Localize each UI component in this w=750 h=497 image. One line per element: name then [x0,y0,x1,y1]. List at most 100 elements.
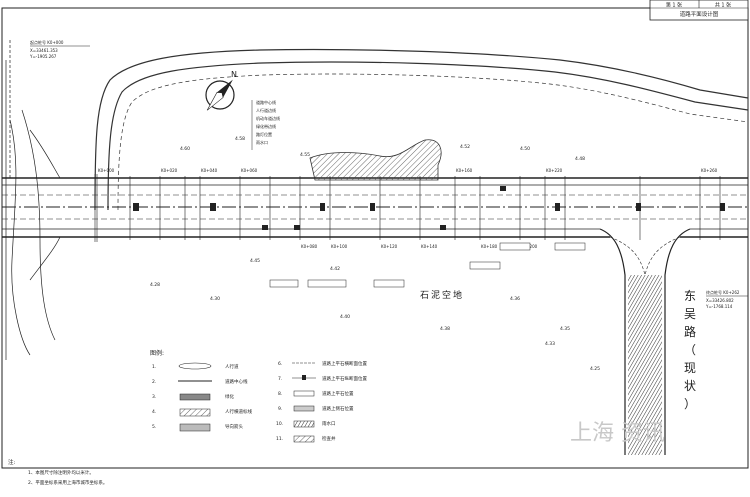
svg-text:Y=-1905.267: Y=-1905.267 [29,54,57,59]
svg-text:4.28: 4.28 [150,282,160,288]
svg-text:道路中心线: 道路中心线 [256,99,276,105]
svg-text:道路上平石位置: 道路上平石位置 [322,390,354,397]
svg-text:4.55: 4.55 [300,152,310,158]
svg-text:4.35: 4.35 [560,326,570,332]
svg-text:4.45: 4.45 [250,258,260,264]
svg-text:终点桩号 K0+262: 终点桩号 K0+262 [706,289,740,295]
svg-text:3.: 3. [152,394,156,400]
drawing-name: 道路平面设计图 [680,10,719,18]
east-road-char-7: ） [684,397,696,411]
svg-text:K0+160: K0+160 [456,168,473,173]
notes-label: 注: [8,458,16,466]
svg-text:人行道边线: 人行道边线 [256,107,276,113]
pointer-labels: 道路中心线 人行道边线 机动车道边线 绿化带边线 路灯位置 雨水口 [251,99,280,150]
sheet-total: 共 1 张 [715,2,731,9]
svg-text:人行横道标线: 人行横道标线 [225,408,252,415]
svg-text:4.36: 4.36 [510,296,520,302]
svg-text:K0+060: K0+060 [241,168,258,173]
east-road-char-2: 吴 [684,307,696,321]
svg-text:Y=-1768.114: Y=-1768.114 [705,304,733,309]
legend-item-11: 11. 检查井 [276,435,336,443]
notes: 注: 1、本图尺寸除注明外均以米计。 2、平面坐标系采用上海市城市坐标系。 [8,458,107,486]
elevation-points: 4.60 4.58 4.55 4.52 4.50 4.48 4.45 4.42 … [150,136,600,372]
east-road-char-4: （ [684,343,696,357]
legend-item-2: 2. 道路中心线 [152,378,248,385]
svg-text:道路上平石横断面位置: 道路上平石横断面位置 [322,360,367,367]
legend-item-3: 3. 绿化 [152,393,234,401]
svg-text:人行道: 人行道 [225,363,239,370]
svg-text:机动车道边线: 机动车道边线 [256,115,280,121]
north-letter: N [231,70,237,79]
svg-text:雨水口: 雨水口 [256,139,268,145]
left-intersection [5,40,61,360]
drawing-frame [1,7,749,469]
svg-text:5.: 5. [152,424,156,430]
legend-item-8: 8. 道路上平石位置 [278,390,354,397]
note-2: 2、平面坐标系采用上海市城市坐标系。 [28,479,107,486]
legend-title: 图例: [150,349,164,357]
svg-text:X=33426.802: X=33426.802 [706,298,734,303]
legend-item-5: 5. 导向箭头 [152,423,243,432]
svg-text:4.33: 4.33 [545,341,555,347]
svg-text:K0+020: K0+020 [161,168,178,173]
svg-text:10.: 10. [276,421,283,427]
svg-text:2.: 2. [152,379,156,385]
right-callout: 终点桩号 K0+262 X=33426.802 Y=-1768.114 [705,289,748,309]
legend-item-4: 4. 人行横道标线 [152,408,252,417]
note-1: 1、本图尺寸除注明外均以米计。 [28,469,94,476]
svg-text:K0+140: K0+140 [421,244,438,249]
svg-text:X=33461.353: X=33461.353 [30,48,58,53]
svg-text:道路中心线: 道路中心线 [225,378,248,385]
svg-text:4.: 4. [152,409,156,415]
svg-text:7.: 7. [278,376,282,382]
svg-text:导向箭头: 导向箭头 [225,423,243,430]
svg-text:4.30: 4.30 [210,296,220,302]
north-arrow: N [205,70,237,111]
svg-text:K0+080: K0+080 [301,244,318,249]
svg-text:K0+260: K0+260 [701,168,718,173]
legend-item-6: 6. 道路上平石横断面位置 [278,360,367,367]
svg-text:9.: 9. [278,406,282,412]
sheet-number: 第 1 张 [666,2,682,9]
svg-text:4.40: 4.40 [340,314,350,320]
svg-text:4.60: 4.60 [180,146,190,152]
upper-curved-road [94,48,749,211]
svg-text:绿化带边线: 绿化带边线 [256,123,276,129]
svg-text:4.52: 4.52 [460,144,470,150]
open-land-label: 石泥空地 [420,289,464,301]
road-markers [133,186,725,230]
svg-text:雨水口: 雨水口 [322,420,336,427]
east-road-char-5: 现 [684,361,696,375]
svg-text:起点桩号 K0+000: 起点桩号 K0+000 [30,39,64,45]
title-block: 第 1 张 共 1 张 道路平面设计图 [649,0,749,21]
svg-text:4.48: 4.48 [575,156,585,162]
svg-text:K0+100: K0+100 [331,244,348,249]
svg-text:4.42: 4.42 [330,266,340,272]
station-ticks [94,174,721,242]
svg-text:K0+000: K0+000 [98,168,115,173]
svg-text:K0+120: K0+120 [381,244,398,249]
east-road-label: 东 吴 路 （ 现 状 ） [684,289,696,411]
legend-item-1: 1. 人行道 [152,362,239,370]
svg-text:1.: 1. [152,364,156,370]
svg-text:K0+180: K0+180 [481,244,498,249]
svg-text:道路上平石纵断面位置: 道路上平石纵断面位置 [322,375,367,382]
legend-item-7: 7. 道路上平石纵断面位置 [278,375,367,382]
hatched-parcel [309,139,442,181]
svg-text:4.25: 4.25 [590,366,600,372]
legend: 图例: 1. 人行道 2. 道路中心线 3. 绿化 4. 人行横道标线 5. 导… [150,349,367,443]
east-road-char-6: 状 [684,379,696,393]
svg-text:6.: 6. [278,361,282,367]
svg-text:绿化: 绿化 [225,393,234,400]
watermark: 上海 资讯 [570,421,665,446]
legend-item-10: 10. 雨水口 [276,420,336,428]
svg-text:4.50: 4.50 [520,146,530,152]
svg-text:8.: 8. [278,391,282,397]
svg-text:检查井: 检查井 [322,435,336,442]
svg-text:路灯位置: 路灯位置 [256,131,272,137]
east-road-char-1: 东 [684,289,696,303]
svg-text:K0+220: K0+220 [546,168,563,173]
svg-text:11.: 11. [276,436,283,442]
east-road-branch [599,228,691,455]
